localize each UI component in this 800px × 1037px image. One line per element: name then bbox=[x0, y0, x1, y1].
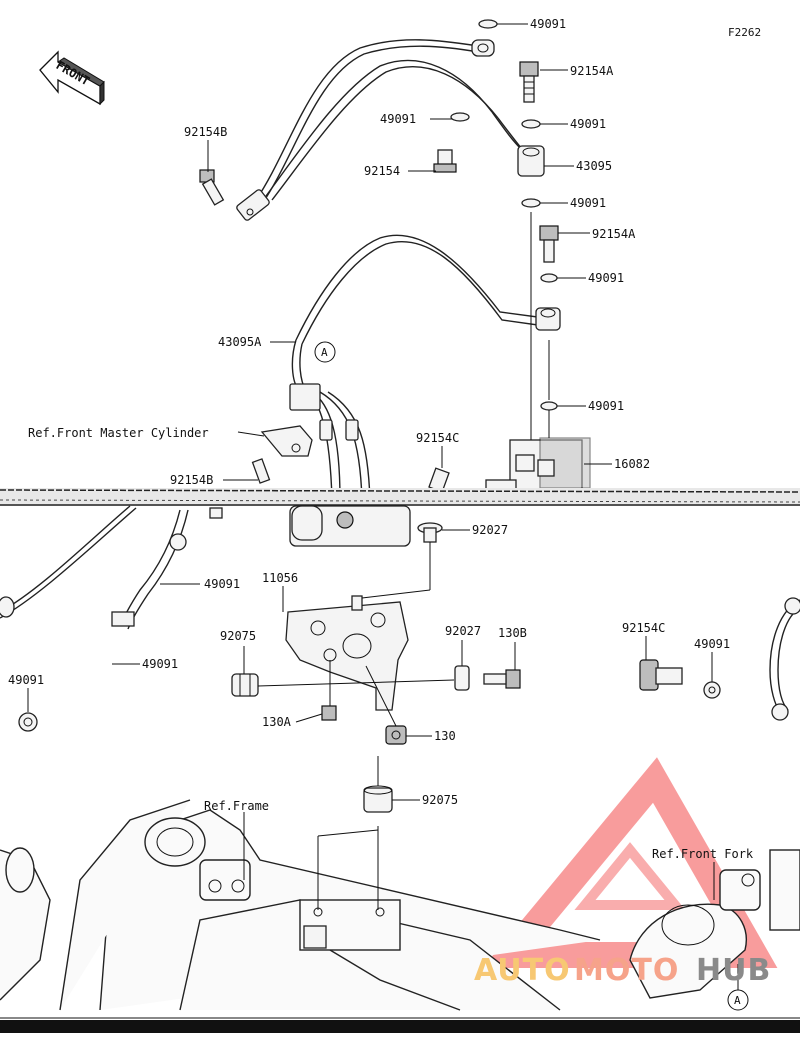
label-49091-left-a: 49091 bbox=[204, 577, 240, 591]
label-ref-frame: Ref.Frame bbox=[204, 799, 269, 813]
watermark-prefix: AUTO bbox=[474, 953, 571, 988]
label-92154A-top: 92154A bbox=[570, 64, 614, 78]
washers-upper bbox=[450, 19, 558, 411]
part-labels: 49091 92154A 92154B 49091 49091 92154 43… bbox=[8, 17, 754, 861]
label-ref-front-fork: Ref.Front Fork bbox=[652, 847, 754, 861]
abs-unit-16082 bbox=[485, 437, 591, 493]
right-hose bbox=[769, 597, 800, 721]
label-11056: 11056 bbox=[262, 571, 298, 585]
label-92154C-right: 92154C bbox=[622, 621, 665, 635]
collar-92027-upper bbox=[417, 522, 443, 543]
label-92154B-lower: 92154B bbox=[170, 473, 213, 487]
label-ref-front-master-cylinder: Ref.Front Master Cylinder bbox=[28, 426, 209, 440]
bleeder-92154C-right bbox=[639, 659, 683, 691]
lower-left-hose bbox=[0, 505, 223, 630]
front-arrow-icon: FRONT bbox=[39, 50, 105, 106]
label-130: 130 bbox=[434, 729, 456, 743]
svg-text:A: A bbox=[734, 994, 741, 1007]
label-49091-below-92154A: 49091 bbox=[588, 271, 624, 285]
label-92075-bottom: 92075 bbox=[422, 793, 458, 807]
reference-marker-a-top: A bbox=[314, 341, 336, 363]
banjo-bolt-92154A-mid bbox=[539, 225, 559, 263]
label-49091-right-edge: 49091 bbox=[694, 637, 730, 651]
front-fork-clamp bbox=[629, 849, 800, 999]
reference-marker-a-bottom: A bbox=[727, 989, 749, 1011]
label-130A: 130A bbox=[262, 715, 292, 729]
label-92154C-mid: 92154C bbox=[416, 431, 459, 445]
brake-hose-43095A bbox=[289, 234, 561, 501]
grommet-92075-bottom bbox=[363, 785, 393, 813]
bolt-92154B-lower bbox=[251, 458, 271, 484]
label-92027-upper: 92027 bbox=[472, 523, 508, 537]
bleeder-bolt-92154 bbox=[433, 149, 457, 173]
label-92154A-mid: 92154A bbox=[592, 227, 636, 241]
washers-lower-left bbox=[18, 712, 38, 732]
label-49091-far-left: 49091 bbox=[8, 673, 44, 687]
bolt-130B bbox=[483, 669, 521, 689]
bolt-92154B-top bbox=[199, 169, 225, 206]
diagram-break-band bbox=[0, 488, 800, 506]
watermark-text: AUTO MOTO HUB bbox=[474, 953, 771, 988]
bracket-11056 bbox=[285, 595, 409, 711]
label-49091-right-lower: 49091 bbox=[588, 399, 624, 413]
banjo-fitting-43095 bbox=[517, 145, 545, 177]
label-16082: 16082 bbox=[614, 457, 650, 471]
banjo-bolt-92154A-top bbox=[519, 61, 539, 103]
label-49091-top: 49091 bbox=[530, 17, 566, 31]
upper-brake-hoses bbox=[236, 39, 527, 221]
nut-130 bbox=[385, 725, 407, 745]
figure-code: F2262 bbox=[728, 26, 761, 39]
label-49091-mid-left: 49091 bbox=[380, 112, 416, 126]
label-49091-below-43095: 49091 bbox=[570, 196, 606, 210]
collar-92027-lower bbox=[454, 665, 470, 691]
bottom-bar bbox=[0, 1020, 800, 1033]
label-43095: 43095 bbox=[576, 159, 612, 173]
frame-structure bbox=[0, 799, 800, 1019]
front-master-cylinder-bracket bbox=[260, 425, 313, 457]
label-130B: 130B bbox=[498, 626, 527, 640]
abs-modulator-body bbox=[289, 505, 411, 547]
label-92027-lower: 92027 bbox=[445, 624, 481, 638]
label-43095A: 43095A bbox=[218, 335, 262, 349]
grommet-92075-left bbox=[231, 673, 259, 697]
label-92075-left: 92075 bbox=[220, 629, 256, 643]
svg-text:A: A bbox=[321, 346, 328, 359]
washer-49091-right-edge bbox=[703, 681, 721, 699]
label-92154B-top: 92154B bbox=[184, 125, 227, 139]
label-92154-left: 92154 bbox=[364, 164, 400, 178]
label-49091-mid-right: 49091 bbox=[570, 117, 606, 131]
watermark-suffix: HUB bbox=[696, 953, 771, 988]
bolt-130A bbox=[321, 705, 337, 721]
leader-lines bbox=[27, 23, 739, 990]
label-49091-left-b: 49091 bbox=[142, 657, 178, 671]
watermark-middle: MOTO bbox=[574, 953, 679, 988]
